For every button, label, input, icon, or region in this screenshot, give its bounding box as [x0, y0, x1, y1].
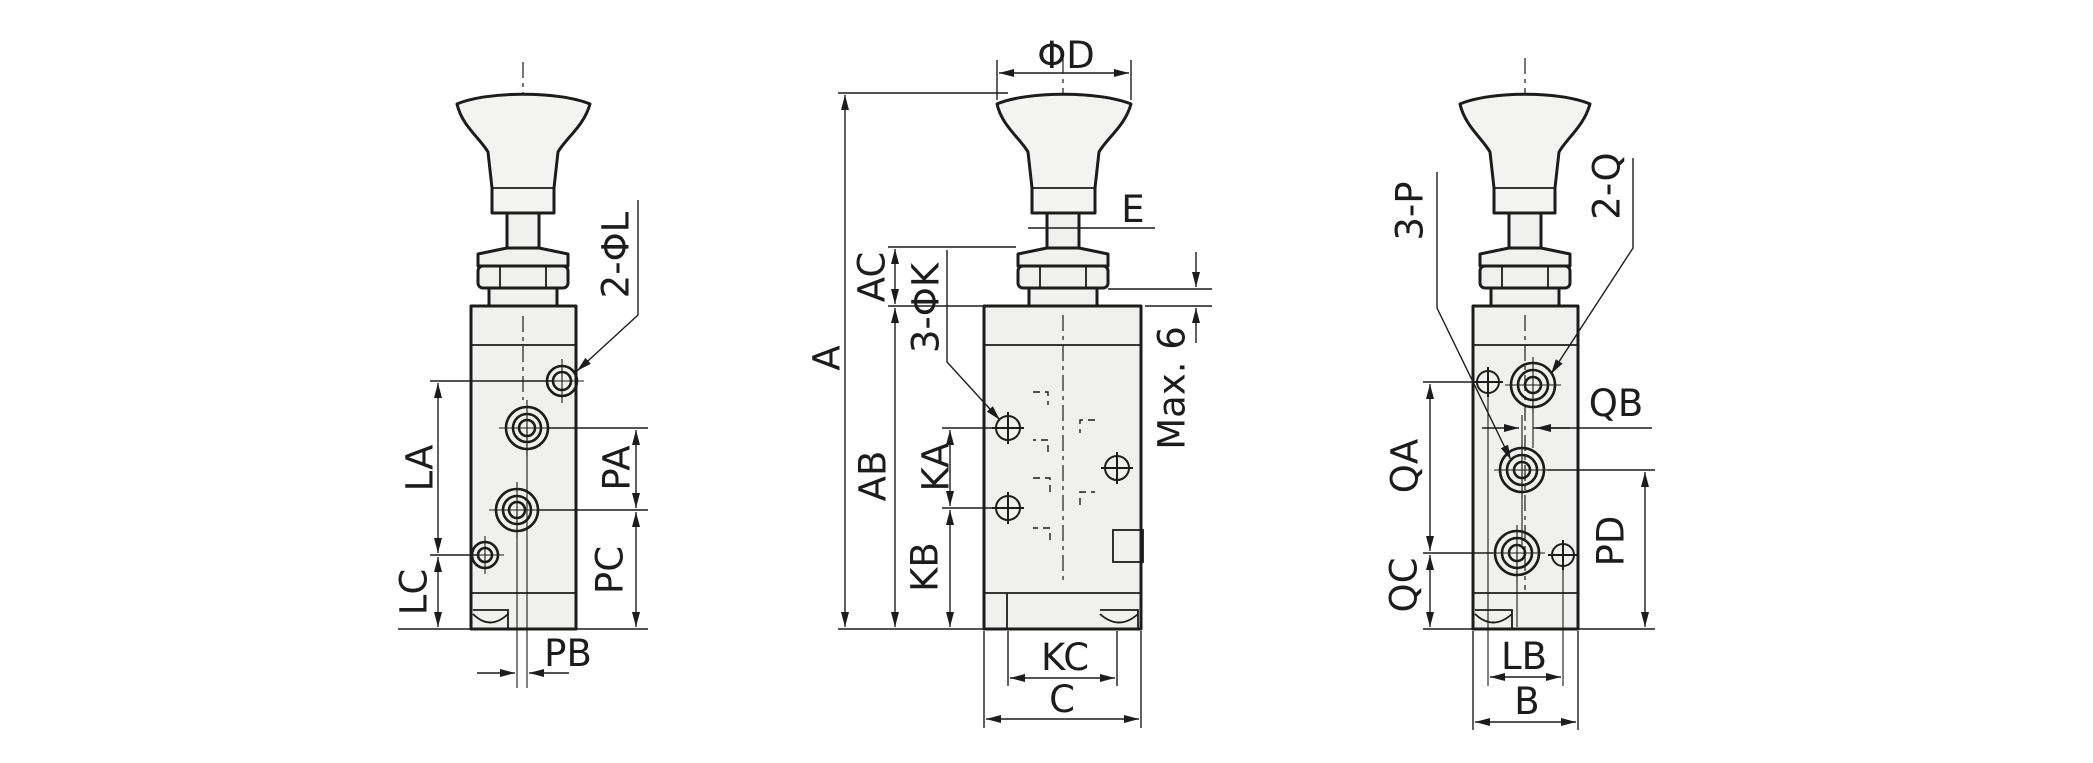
- dim-label-pc: PC: [589, 546, 632, 594]
- middle-valve-shape: [982, 58, 1144, 631]
- collar-flare: [1016, 246, 1110, 268]
- hidden-passage-lines: [1033, 391, 1095, 540]
- side-detail: [1112, 529, 1144, 563]
- dim-label-pb: PB: [544, 632, 592, 675]
- collar-neck: [1027, 286, 1099, 308]
- right-valve-shape: [1458, 58, 1592, 686]
- left-dimensions: LA LC PA PC PB 2-ΦL: [393, 200, 648, 677]
- exhaust-notch: [472, 609, 509, 628]
- dim-label-max-stroke: Max. 6: [1151, 326, 1194, 450]
- dim-label-2-phi-l: 2-ΦL: [595, 211, 638, 298]
- collar-neck: [487, 286, 559, 308]
- left-view: LA LC PA PC PB 2-ΦL: [393, 62, 648, 688]
- dim-label-lc: LC: [393, 569, 436, 615]
- dim-label-a: A: [806, 345, 849, 370]
- dim-label-b: B: [1514, 680, 1539, 723]
- dim-label-kc: KC: [1041, 636, 1089, 679]
- dim-label-e: E: [1121, 188, 1144, 231]
- right-dimensions: 3-P 2-Q QB QA QC PD LB: [1383, 152, 1655, 730]
- dim-label-lb: LB: [1501, 635, 1547, 678]
- dim-label-qb: QB: [1589, 382, 1644, 425]
- pull-knob: [1458, 92, 1592, 215]
- dim-label-phi-d: ΦD: [1037, 34, 1095, 77]
- dim-label-3-p: 3-P: [1389, 181, 1432, 240]
- hex-nut: [1478, 264, 1572, 290]
- collar-flare: [476, 246, 570, 268]
- dim-label-kb: KB: [904, 542, 947, 592]
- mount-screw: [992, 412, 1024, 444]
- dim-label-3-phi-k: 3-ΦK: [905, 261, 948, 353]
- dim-label-c: C: [1049, 678, 1075, 721]
- middle-view: ΦD E A AC AB 3-ΦK KA: [806, 34, 1212, 728]
- collar-neck: [1489, 286, 1561, 308]
- dim-label-qc: QC: [1383, 558, 1426, 613]
- dim-label-qa: QA: [1384, 439, 1427, 493]
- left-valve-shape: [455, 62, 592, 688]
- knob-stem: [505, 211, 541, 250]
- pull-knob: [455, 92, 592, 215]
- dim-label-ab: AB: [852, 451, 895, 502]
- dim-label-la: LA: [399, 445, 442, 492]
- dim-label-pa: PA: [596, 445, 639, 490]
- mount-screw: [1101, 452, 1133, 484]
- exhaust-notch: [1099, 609, 1139, 628]
- mount-screw: [992, 492, 1024, 524]
- middle-dimensions: ΦD E A AC AB 3-ΦK KA: [806, 34, 1212, 728]
- knob-stem: [1507, 211, 1543, 250]
- dim-label-2-q: 2-Q: [1586, 152, 1629, 219]
- exhaust-notch: [1474, 609, 1513, 628]
- hex-nut: [476, 264, 570, 290]
- dim-label-ka: KA: [915, 443, 958, 492]
- pull-knob: [995, 92, 1133, 215]
- hex-nut: [1016, 264, 1110, 290]
- dim-label-ac: AC: [851, 252, 894, 303]
- right-view: 3-P 2-Q QB QA QC PD LB: [1383, 58, 1655, 730]
- knob-stem: [1045, 211, 1081, 250]
- dim-label-pd: PD: [1590, 516, 1633, 567]
- collar-flare: [1478, 246, 1572, 268]
